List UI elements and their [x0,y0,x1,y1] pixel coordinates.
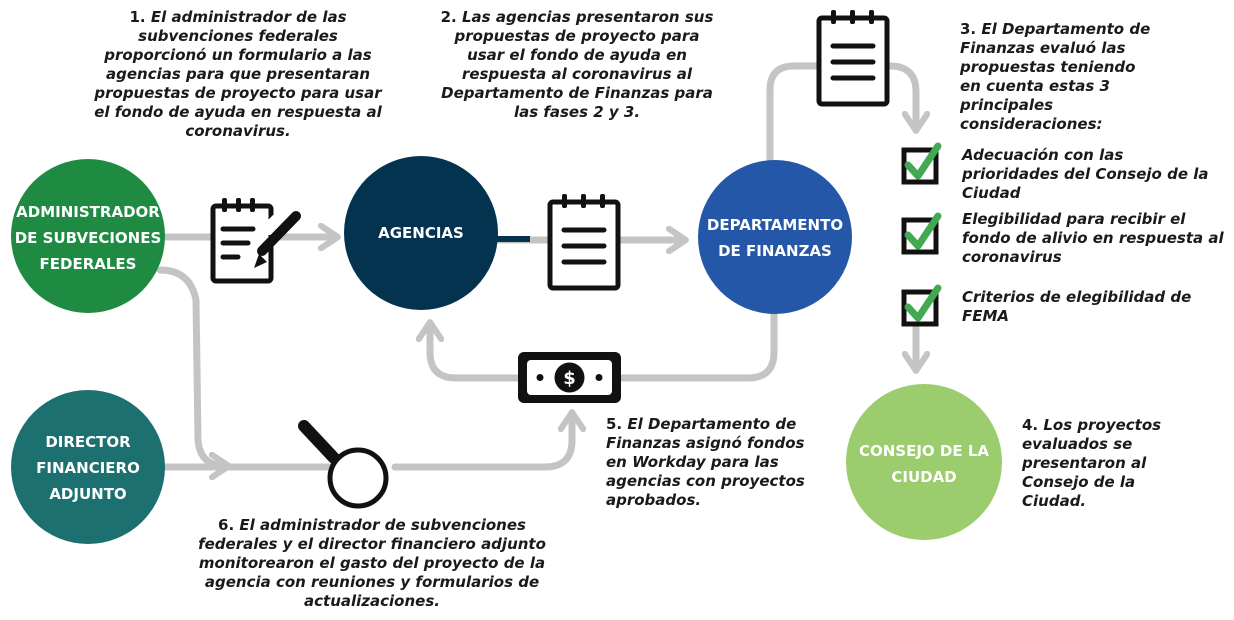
step-4-text: Los proyectos evaluados se presentaron a… [1022,416,1162,510]
magnifier-icon [298,420,389,509]
form-pencil-icon [210,185,313,284]
step-4-note: 4. Los proyectos evaluados se presentaro… [1022,416,1182,511]
node-departamento-label: DEPARTAMENTO DE FINANZAS [706,216,844,260]
notepad-icon [816,10,890,107]
svg-text:$: $ [563,368,576,389]
step-6-text: El administrador de subvenciones federal… [198,516,546,610]
node-director [11,390,165,544]
money-icon: $ [518,352,621,403]
step-3-note: 3. El Departamento de Finanzas evaluó la… [960,20,1160,134]
node-administrador [11,159,165,313]
step-3-text: El Departamento de Finanzas evaluó las p… [960,20,1151,133]
connector-monitoring-to-funding [391,415,572,471]
step-6-note: 6. El administrador de subvenciones fede… [198,516,546,611]
step-2-note: 2. Las agencias presentaron sus propuest… [438,8,716,122]
step-2-number: 2. [440,8,457,26]
step-5-text: El Departamento de Finanzas asignó fondo… [606,415,805,509]
criterion-item: Adecuación con las prioridades del Conse… [962,146,1209,202]
node-agencias [344,156,498,310]
node-departamento [698,160,852,314]
step-5-number: 5. [606,415,623,433]
step-5-note: 5. El Departamento de Finanzas asignó fo… [606,415,818,510]
connector-admin-to-monitoring [156,266,226,466]
node-director-label: DIRECTOR FINANCIERO ADJUNTO [36,433,140,503]
criterion-item: Criterios de elegibilidad de FEMA [962,288,1192,325]
criterion-item: Elegibilidad para recibir el fondo de al… [962,210,1224,266]
node-agencias-label: AGENCIAS [378,224,464,242]
step-6-number: 6. [218,516,235,534]
step-4-number: 4. [1022,416,1039,434]
node-consejo [846,384,1002,540]
node-consejo-label: CONSEJO DE LA CIUDAD [858,442,989,486]
clipboard-icon [547,194,621,291]
step-1-note: 1. El administrador de las subvenciones … [94,8,382,141]
checkbox-icon [901,284,942,327]
step-2-text: Las agencias presentaron sus propuestas … [441,8,714,121]
step-3-number: 3. [960,20,977,38]
node-administrador-label: ADMINISTRADOR DE SUBVECIONES FEDERALES [14,203,162,273]
checkbox-icon [901,142,942,185]
step-1-number: 1. [129,8,146,26]
checkbox-icon [901,212,942,255]
step-1-text: El administrador de las subvenciones fed… [94,8,382,140]
